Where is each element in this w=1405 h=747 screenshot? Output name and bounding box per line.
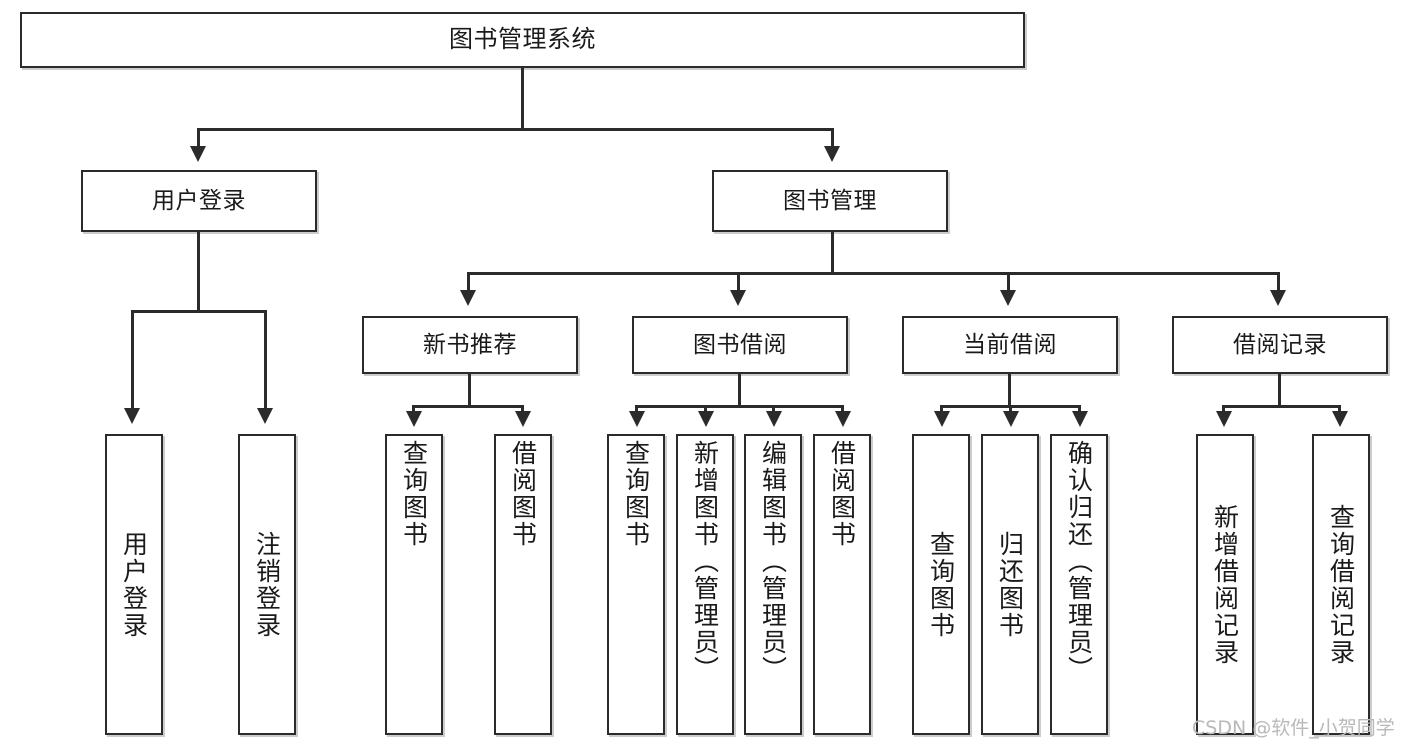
- connector-current-borrow-stem: [1008, 374, 1011, 408]
- node-label: 查询图书: [399, 440, 429, 548]
- arrow-to-leaf-logout: [257, 408, 273, 424]
- arrow-to-current-borrow: [1000, 290, 1016, 306]
- connector-cb-drop-1: [940, 405, 943, 411]
- node-label: 查询借阅记录: [1326, 503, 1356, 666]
- arrow-to-book-manage: [824, 146, 840, 162]
- node-current-borrow[interactable]: 当前借阅: [902, 316, 1118, 374]
- connector-book-borrow-bus: [635, 405, 844, 408]
- leaf-cb-return-book[interactable]: 归还图书: [981, 434, 1039, 735]
- arrow-to-leaf-user-login: [124, 408, 140, 424]
- connector-root-bus: [197, 128, 834, 131]
- node-label: 编辑图书（管理员）: [758, 440, 788, 683]
- leaf-cb-query-book[interactable]: 查询图书: [912, 434, 970, 735]
- connector-level2-drop-2: [737, 272, 740, 290]
- node-label: 借阅记录: [1233, 331, 1327, 358]
- arrow-to-leaf-cb-return: [1003, 411, 1019, 427]
- arrow-to-leaf-cb-confirm: [1072, 411, 1088, 427]
- node-new-book-recommend[interactable]: 新书推荐: [362, 316, 578, 374]
- connector-bb-drop-3: [772, 405, 775, 411]
- csdn-watermark: CSDN @软件_小贺同学: [1192, 717, 1395, 739]
- node-book-manage[interactable]: 图书管理: [712, 170, 948, 232]
- connector-book-manage-stem: [831, 232, 834, 274]
- leaf-user-login[interactable]: 用户登录: [105, 434, 163, 735]
- leaf-br-add-record[interactable]: 新增借阅记录: [1196, 434, 1254, 735]
- node-borrow-record[interactable]: 借阅记录: [1172, 316, 1388, 374]
- connector-cb-drop-2: [1009, 405, 1012, 411]
- connector-new-book-stem: [468, 374, 471, 408]
- arrow-to-leaf-bb-add: [698, 411, 714, 427]
- arrow-to-new-book: [460, 290, 476, 306]
- leaf-cb-confirm-return[interactable]: 确认归还（管理员）: [1050, 434, 1108, 735]
- connector-root-stem: [521, 68, 524, 130]
- node-label: 确认归还（管理员）: [1064, 440, 1094, 683]
- node-label: 图书管理: [783, 187, 877, 214]
- node-book-borrow[interactable]: 图书借阅: [632, 316, 848, 374]
- node-label: 新增图书（管理员）: [690, 440, 720, 683]
- arrow-to-leaf-bb-query: [629, 411, 645, 427]
- node-label: 查询图书: [621, 440, 651, 548]
- node-root-system[interactable]: 图书管理系统: [20, 12, 1025, 68]
- connector-user-login-stem: [197, 232, 200, 312]
- node-user-login[interactable]: 用户登录: [81, 170, 317, 232]
- arrow-to-leaf-nb-borrow: [515, 411, 531, 427]
- node-label: 借阅图书: [508, 440, 538, 548]
- node-label: 图书管理系统: [449, 25, 596, 54]
- leaf-bb-query-book[interactable]: 查询图书: [607, 434, 665, 735]
- node-label: 查询图书: [926, 530, 956, 639]
- arrow-to-leaf-bb-borrow: [835, 411, 851, 427]
- connector-bb-drop-2: [704, 405, 707, 411]
- connector-level2-drop-4: [1277, 272, 1280, 290]
- connector-borrow-record-bus: [1222, 405, 1341, 408]
- connector-br-drop-2: [1338, 405, 1341, 411]
- connector-new-book-drop-2: [521, 405, 524, 411]
- node-label: 图书借阅: [693, 331, 787, 358]
- node-label: 新书推荐: [423, 331, 517, 358]
- leaf-logout[interactable]: 注销登录: [238, 434, 296, 735]
- connector-bb-drop-4: [841, 405, 844, 411]
- arrow-to-leaf-nb-query: [406, 411, 422, 427]
- arrow-to-book-borrow: [730, 290, 746, 306]
- connector-new-book-bus: [412, 405, 524, 408]
- arrow-to-leaf-br-query: [1332, 411, 1348, 427]
- connector-cb-drop-3: [1078, 405, 1081, 411]
- leaf-bb-edit-book[interactable]: 编辑图书（管理员）: [744, 434, 802, 735]
- connector-new-book-drop-1: [412, 405, 415, 411]
- node-label: 归还图书: [995, 530, 1025, 639]
- connector-book-borrow-stem: [738, 374, 741, 408]
- connector-bb-drop-1: [635, 405, 638, 411]
- node-label: 用户登录: [119, 530, 149, 639]
- arrow-to-user-login: [190, 146, 206, 162]
- leaf-br-query-record[interactable]: 查询借阅记录: [1312, 434, 1370, 735]
- leaf-bb-add-book[interactable]: 新增图书（管理员）: [676, 434, 734, 735]
- node-label: 用户登录: [152, 187, 246, 214]
- connector-level2-bus: [467, 272, 1280, 275]
- arrow-to-leaf-br-add: [1216, 411, 1232, 427]
- connector-root-to-level1-2: [831, 128, 834, 146]
- node-label: 新增借阅记录: [1210, 503, 1240, 666]
- arrow-to-leaf-bb-edit: [766, 411, 782, 427]
- connector-borrow-record-stem: [1278, 374, 1281, 408]
- arrow-to-leaf-cb-query: [934, 411, 950, 427]
- leaf-new-book-borrow[interactable]: 借阅图书: [494, 434, 552, 735]
- connector-user-login-drop-2: [264, 310, 267, 408]
- arrow-to-borrow-record: [1270, 290, 1286, 306]
- connector-br-drop-1: [1222, 405, 1225, 411]
- node-label: 注销登录: [252, 530, 282, 639]
- node-label: 当前借阅: [963, 331, 1057, 358]
- connector-user-login-drop-1: [131, 310, 134, 408]
- connector-level2-drop-3: [1007, 272, 1010, 290]
- leaf-new-book-query[interactable]: 查询图书: [385, 434, 443, 735]
- connector-level2-drop-1: [467, 272, 470, 290]
- node-label: 借阅图书: [827, 440, 857, 548]
- connector-user-login-bus: [131, 310, 267, 313]
- leaf-bb-borrow-book[interactable]: 借阅图书: [813, 434, 871, 735]
- connector-root-to-level1-1: [197, 128, 200, 146]
